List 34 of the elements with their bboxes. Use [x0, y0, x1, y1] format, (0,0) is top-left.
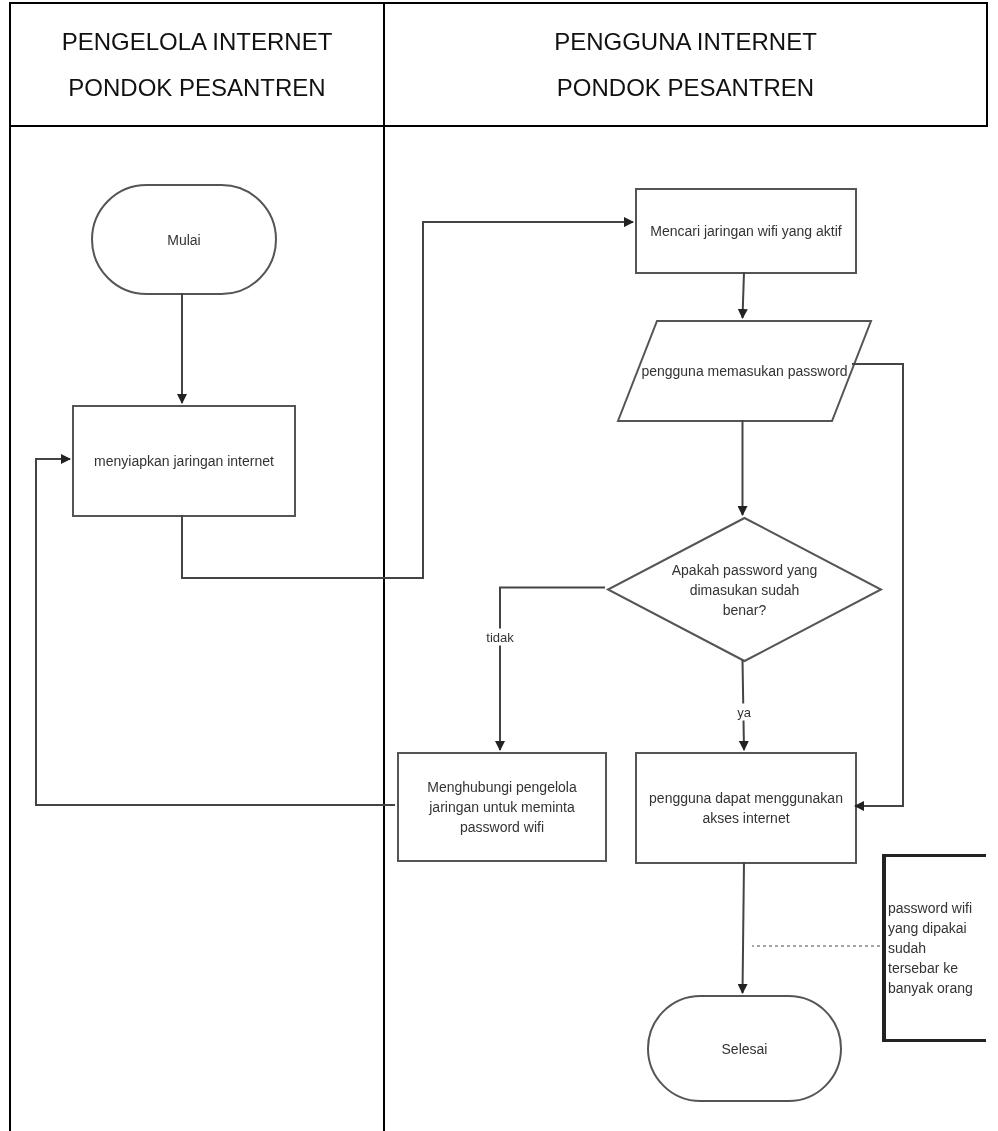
- swimlane: [9, 2, 383, 1131]
- swimlane: [383, 2, 988, 1131]
- node-text: Selesai: [720, 1039, 769, 1059]
- annotation-text: password wifi yang dipakai sudah tersebar ke banyak orang: [887, 899, 974, 998]
- arrow: [495, 586, 606, 751]
- arrow: [737, 419, 748, 516]
- arrow: [177, 292, 187, 404]
- arrow: [181, 217, 634, 579]
- node-text: Menghubungi pengelola jaringan untuk meminta password wifi: [426, 778, 578, 837]
- annotation-bracket: [882, 854, 986, 1042]
- edge-label: tidak: [484, 628, 516, 646]
- node-text: pengguna memasukan password: [640, 362, 849, 381]
- process-box: [635, 188, 857, 274]
- node-text: pengguna dapat menggunakan akses internet: [648, 789, 844, 828]
- arrow: [737, 861, 748, 994]
- arrow: [738, 659, 749, 751]
- arrow: [35, 454, 396, 806]
- decision-diamond: [607, 517, 882, 662]
- edge-label: ya: [735, 703, 753, 721]
- terminal-shape: [647, 995, 842, 1102]
- lane-title: PENGGUNA INTERNET PONDOK PESANTREN: [553, 26, 818, 103]
- node-text: menyiapkan jaringan internet: [93, 452, 275, 471]
- process-box: [397, 752, 607, 862]
- node-text: Mencari jaringan wifi yang aktif: [649, 222, 843, 241]
- arrow: [737, 271, 748, 319]
- process-box: [72, 405, 296, 517]
- node-text: Mulai: [166, 230, 202, 250]
- leader-line: [751, 945, 881, 947]
- terminal-shape: [91, 184, 277, 295]
- lane-title: PENGELOLA INTERNET PONDOK PESANTREN: [60, 26, 334, 103]
- process-box: [635, 752, 857, 864]
- input-parallelogram: [617, 320, 872, 422]
- node-text: Apakah password yang dimasukan sudah benar?: [670, 560, 819, 620]
- arrow: [851, 362, 904, 811]
